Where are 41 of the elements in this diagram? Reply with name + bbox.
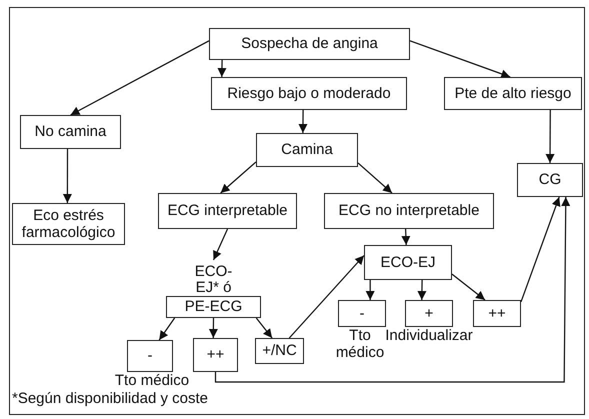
arrow <box>70 40 210 116</box>
process-box: PE-ECG <box>166 296 261 318</box>
arrow <box>256 318 273 338</box>
process-box: CG <box>517 163 583 197</box>
process-box: + <box>405 300 453 327</box>
arrow <box>452 274 486 300</box>
step-heading: ECO-EJ* ó <box>194 264 234 296</box>
process-box: ECO-EJ <box>364 245 452 280</box>
outcome-note: Tto médico <box>114 373 190 390</box>
arrow <box>410 40 510 78</box>
arrow <box>212 228 228 260</box>
arrow <box>546 110 555 163</box>
process-box: - <box>338 300 386 327</box>
arrow <box>298 110 308 133</box>
process-box: Camina <box>256 133 358 167</box>
arrow <box>158 318 176 340</box>
process-box: ++ <box>193 338 238 372</box>
arrow <box>62 149 72 203</box>
footnote: *Según disponibilidad y coste <box>12 390 208 407</box>
process-box: ++ <box>473 300 521 327</box>
process-box: Riesgo bajo o moderado <box>211 77 407 110</box>
process-box: Eco estrés farmacológico <box>12 203 125 245</box>
process-box: Pte de alto riesgo <box>444 77 582 110</box>
process-box: No camina <box>20 115 121 149</box>
outcome-note: Tto médico <box>334 328 386 361</box>
process-box: +/NC <box>255 338 304 364</box>
arrow <box>358 162 392 194</box>
arrow <box>366 280 375 300</box>
arrow <box>417 280 426 300</box>
outcome-note: Individualizar <box>384 328 474 344</box>
arrow <box>217 60 226 78</box>
process-box: - <box>127 340 173 372</box>
process-box: ECG interpretable <box>158 193 297 229</box>
process-box: ECG no interpretable <box>324 193 494 229</box>
arrow <box>288 255 364 338</box>
arrow <box>401 228 410 246</box>
arrow <box>214 197 570 383</box>
arrow <box>208 318 218 338</box>
process-box: Sospecha de angina <box>209 28 410 60</box>
arrow <box>520 196 560 302</box>
arrow <box>220 161 256 194</box>
